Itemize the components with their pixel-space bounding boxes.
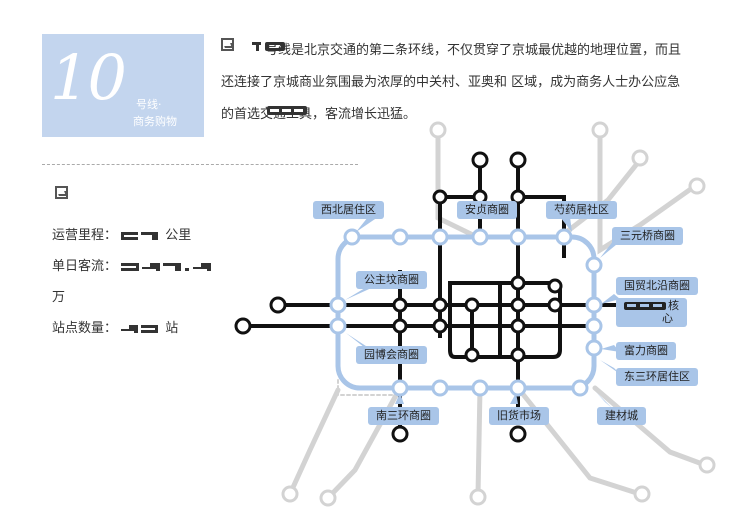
cbd-glyph bbox=[624, 302, 666, 310]
badge-label-line: 号线· bbox=[136, 98, 162, 111]
mileage-unit: 公里 bbox=[165, 228, 192, 243]
label-jiancai: 建材城 bbox=[597, 407, 646, 425]
label-tails bbox=[345, 217, 622, 408]
intro-text: 号线是北京交通的第二条环线，不仅贯穿了京城最优越的地理位置，而且还连接了京城商业… bbox=[221, 43, 682, 122]
cbd-core-suffix: 核 bbox=[668, 299, 679, 312]
mileage-label: 运营里程： bbox=[52, 228, 118, 243]
cbd-glyph bbox=[267, 106, 307, 115]
line10-stations bbox=[329, 228, 603, 397]
intro-paragraph: 号线是北京交通的第二条环线，不仅贯穿了京城最优越的地理位置，而且还连接了京城商业… bbox=[221, 35, 691, 131]
badge-label-category: 商务购物 bbox=[133, 115, 177, 128]
line-10-glyph bbox=[252, 42, 285, 51]
daily-unit: 万 bbox=[52, 290, 66, 305]
line-number: 10 bbox=[50, 41, 127, 114]
mileage-value-glyph bbox=[121, 231, 159, 240]
daily-label: 单日客流： bbox=[52, 259, 118, 274]
label-yuanbohui: 园博会商圈 bbox=[356, 346, 427, 364]
label-dongsanhuan: 东三环居住区 bbox=[616, 368, 698, 386]
section-divider bbox=[42, 164, 358, 165]
stat-daily-flow: 单日客流： bbox=[52, 255, 225, 274]
label-xibei: 西北居住区 bbox=[313, 201, 384, 219]
label-nansanhuan: 南三环商圈 bbox=[368, 407, 439, 425]
stations-value-glyph bbox=[121, 324, 159, 333]
line10-ring bbox=[335, 234, 597, 391]
cbd-core-suffix2: 心 bbox=[662, 312, 673, 325]
daily-value-glyph bbox=[121, 262, 212, 271]
label-fuli: 富力商圈 bbox=[616, 342, 676, 360]
checkbox-icon bbox=[221, 38, 234, 51]
stat-mileage: 运营里程： 公里 bbox=[52, 224, 191, 243]
label-jiuhuo: 旧货市场 bbox=[489, 407, 549, 425]
label-gongzhufen: 公主坟商圈 bbox=[356, 271, 427, 289]
label-guomao: 国贸北沿商圈 bbox=[616, 277, 698, 295]
line-badge bbox=[42, 34, 204, 137]
label-anzhen: 安贞商圈 bbox=[457, 201, 517, 219]
label-sanyuanqiao: 三元桥商圈 bbox=[612, 227, 683, 245]
stations-unit: 站 bbox=[165, 321, 179, 336]
label-cbd-core: 核 心 bbox=[616, 298, 687, 327]
stations-label: 站点数量： bbox=[52, 321, 118, 336]
label-shaoyao: 芍药居社区 bbox=[546, 201, 617, 219]
checkbox-icon bbox=[55, 186, 68, 199]
stat-stations: 站点数量： 站 bbox=[52, 317, 178, 336]
